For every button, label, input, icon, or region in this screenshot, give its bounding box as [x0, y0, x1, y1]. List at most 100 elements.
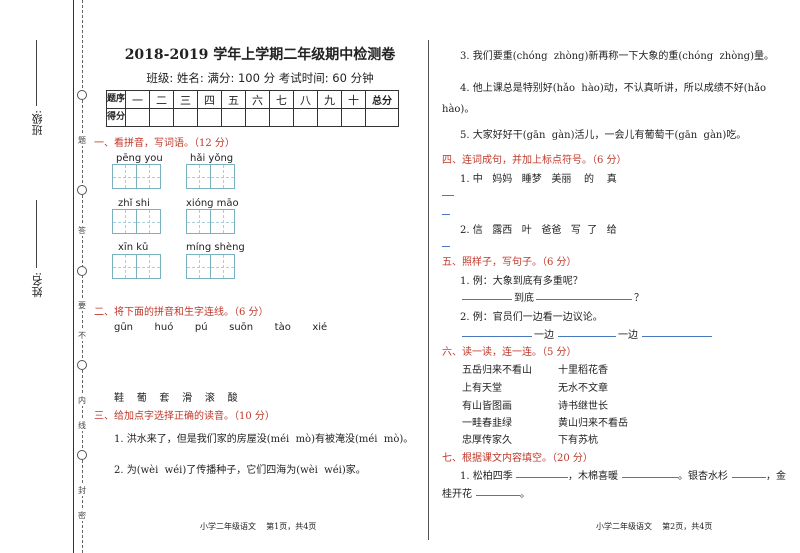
answer-line[interactable]: [622, 477, 678, 478]
q5-1-end: ？: [634, 293, 644, 304]
answer-line[interactable]: [442, 214, 450, 215]
answer-line[interactable]: [536, 299, 632, 300]
col-head-total: 总分: [365, 90, 399, 109]
binding-hole: [77, 185, 87, 195]
answer-line[interactable]: [442, 195, 454, 196]
binding-hole: [77, 266, 87, 276]
col-head: 四: [197, 90, 222, 109]
binding-mark: 封: [76, 485, 88, 496]
writing-grid[interactable]: [112, 209, 161, 234]
score-cell[interactable]: [221, 108, 246, 127]
match-left-item: 有山皆图画: [462, 401, 512, 412]
binding-mark: 内: [76, 395, 88, 406]
question-5-1-example: 1. 例：大象到底有多重呢？: [460, 276, 583, 287]
score-cell[interactable]: [269, 108, 294, 127]
class-blank-line: [36, 40, 37, 106]
binding-hole: [77, 90, 87, 100]
section-6-heading: 六、读一读，连一连。（5 分）: [442, 347, 577, 358]
match-left-item: 五岳归来不看山: [462, 365, 532, 376]
q7-1-part-e: 桂开花: [442, 489, 472, 500]
writing-grid[interactable]: [186, 254, 235, 279]
match-left-item: 一畦春韭绿: [462, 418, 512, 429]
pinyin-label: xióng māo: [186, 198, 239, 209]
col-head: 十: [341, 90, 366, 109]
writing-grid[interactable]: [112, 254, 161, 279]
answer-line[interactable]: [462, 299, 512, 300]
score-cell[interactable]: [317, 108, 342, 127]
answer-line[interactable]: [442, 246, 450, 247]
binding-strip: 班级: 姓名: 题 答 要 不 内 线 封 密: [0, 0, 92, 553]
name-label: 姓名:: [31, 272, 44, 298]
q7-1-part-b: ，木棉喜暖: [568, 471, 618, 482]
pinyin-label: míng shèng: [186, 242, 245, 253]
question-3-4-continued: hào)。: [442, 104, 475, 115]
binding-mark: 不: [76, 330, 88, 341]
question-3-2: 2. 为(wèi wéi)了传播种子，它们四海为(wèi wéi)家。: [114, 465, 366, 476]
section-3-heading: 三、给加点字选择正确的读音。（10 分）: [94, 411, 275, 422]
match-pinyin-row: gūn huó pú suōn tào xié: [114, 322, 328, 333]
col-head: 五: [221, 90, 246, 109]
name-blank-line: [36, 200, 37, 268]
exam-meta: 班级: 姓名: 满分: 100 分 考试时间: 60 分钟: [146, 71, 374, 85]
q5-2-keyword-1: 一边: [534, 330, 554, 341]
q7-1-part-a: 1. 松柏四季: [460, 471, 513, 482]
score-cell-total[interactable]: [365, 108, 399, 127]
score-cell[interactable]: [149, 108, 174, 127]
score-cell[interactable]: [197, 108, 222, 127]
pinyin-label: hǎi yǒng: [190, 153, 234, 164]
question-4-2: 2. 信 露西 叶 爸爸 写 了 给: [460, 225, 617, 236]
score-cell[interactable]: [341, 108, 366, 127]
left-column: 2018-2019 学年上学期二年级期中检测卷 班级: 姓名: 满分: 100 …: [92, 0, 428, 553]
answer-line[interactable]: [476, 495, 520, 496]
answer-line[interactable]: [732, 477, 766, 478]
score-table: 题序 一 二 三 四 五 六 七 八 九 十 总分 得分: [106, 90, 399, 127]
match-left-item: 忠厚传家久: [462, 435, 512, 446]
col-head: 六: [245, 90, 270, 109]
row-head-score: 得分: [106, 108, 126, 127]
col-head: 八: [293, 90, 318, 109]
section-2-heading: 二、将下面的拼音和生字连线。（6 分）: [94, 307, 269, 318]
col-head: 一: [125, 90, 150, 109]
writing-grid[interactable]: [112, 164, 161, 189]
question-3-5: 5. 大家好好干(gān gàn)活儿，一会儿有葡萄干(gān gàn)吃。: [460, 130, 747, 141]
section-4-heading: 四、连词成句，并加上标点符号。（6 分）: [442, 155, 627, 166]
binding-solid-line: [73, 0, 74, 553]
section-7-heading: 七、根据课文内容填空。（20 分）: [442, 453, 593, 464]
binding-mark: 密: [76, 510, 88, 521]
question-3-4: 4. 他上课总是特别好(hǎo hào)动，不认真听讲，所以成绩不好(hǎo: [460, 83, 767, 94]
q5-2-keyword-2: 一边: [618, 330, 638, 341]
score-cell[interactable]: [293, 108, 318, 127]
match-right-item: 诗书继世长: [558, 401, 608, 412]
question-3-1: 1. 洪水来了，但是我们家的房屋没(méi mò)有被淹没(méi mò)。: [114, 434, 414, 445]
score-cell[interactable]: [125, 108, 150, 127]
answer-line[interactable]: [558, 336, 616, 337]
score-cell[interactable]: [245, 108, 270, 127]
q7-1-part-f: 。: [520, 489, 530, 500]
match-chars-row: 鞋 葡 套 滑 滚 酸: [114, 393, 238, 404]
writing-grid[interactable]: [186, 209, 235, 234]
writing-grid[interactable]: [186, 164, 235, 189]
answer-line[interactable]: [642, 336, 712, 337]
q5-1-keyword: 到底: [514, 293, 534, 304]
right-column: 3. 我们要重(chóng zhòng)新再称一下大象的重(chóng zhòn…: [428, 0, 800, 553]
binding-hole: [77, 450, 87, 460]
match-right-item: 十里稻花香: [558, 365, 608, 376]
section-5-heading: 五、照样子，写句子。（6 分）: [442, 257, 577, 268]
match-right-item: 下有苏杭: [558, 435, 598, 446]
score-cell[interactable]: [173, 108, 198, 127]
match-right-item: 黄山归来不看岳: [558, 418, 628, 429]
exam-title: 2018-2019 学年上学期二年级期中检测卷: [124, 47, 396, 63]
binding-mark: 要: [76, 300, 88, 311]
col-head: 七: [269, 90, 294, 109]
answer-line[interactable]: [516, 477, 568, 478]
question-3-3: 3. 我们要重(chóng zhòng)新再称一下大象的重(chóng zhòn…: [460, 51, 774, 62]
q7-1-part-c: 。银杏水杉: [678, 471, 728, 482]
binding-dashed-line: [82, 0, 83, 553]
score-table-row-order: 题序 一 二 三 四 五 六 七 八 九 十 总分: [106, 90, 399, 109]
match-right-item: 无水不文章: [558, 383, 608, 394]
pinyin-label: xīn kǔ: [118, 242, 149, 253]
score-table-row-score: 得分: [106, 108, 399, 127]
answer-line[interactable]: [462, 336, 532, 337]
col-head: 九: [317, 90, 342, 109]
match-left-item: 上有天堂: [462, 383, 502, 394]
